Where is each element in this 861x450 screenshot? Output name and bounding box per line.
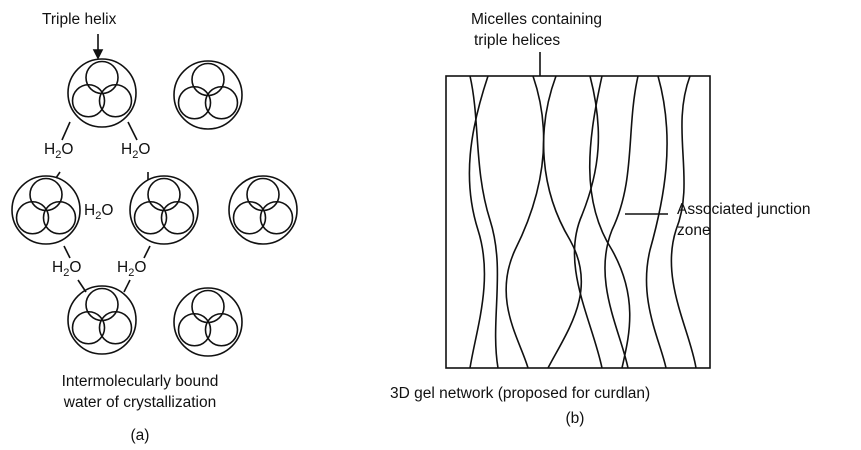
- polymer-chain: [505, 75, 545, 369]
- helix-strand: [85, 287, 119, 322]
- helix-strand: [160, 200, 195, 235]
- micelles-label-line1: Micelles containing: [471, 11, 602, 28]
- junction-zone-label-line2: zone: [677, 222, 711, 239]
- water-bond-line: [63, 245, 71, 259]
- helix-strand: [177, 312, 212, 347]
- water-bond-line: [55, 171, 61, 179]
- water-label: H2O: [121, 141, 151, 161]
- arrowhead: [92, 49, 104, 60]
- helix-strand: [42, 200, 77, 235]
- triple-helix: [173, 287, 243, 357]
- helix-strand: [133, 200, 168, 235]
- polymer-chain: [604, 75, 639, 369]
- water-bond-line: [143, 245, 151, 259]
- panel-a-label: (a): [130, 427, 150, 444]
- gel-network-frame: [445, 75, 711, 369]
- helix-strand: [259, 200, 294, 235]
- water-label: H2O: [84, 202, 114, 222]
- helix-strand: [204, 85, 239, 120]
- polymer-chain: [542, 75, 583, 369]
- triple-helix: [11, 175, 81, 245]
- helix-strand: [204, 312, 239, 347]
- helix-strand: [98, 83, 133, 118]
- helix-strand: [191, 289, 225, 324]
- helix-strand: [232, 200, 267, 235]
- polymer-chain: [468, 75, 489, 369]
- panel-a-caption-line1: Intermolecularly bound: [61, 373, 219, 390]
- triple-helix: [67, 58, 137, 128]
- triple-helix: [129, 175, 199, 245]
- water-label: H2O: [44, 141, 74, 161]
- polymer-chain: [588, 75, 631, 369]
- polymer-chain: [670, 75, 697, 369]
- helix-strand: [177, 85, 212, 120]
- helix-strand: [29, 177, 63, 212]
- polymer-chain: [645, 75, 668, 369]
- triple-helix: [173, 60, 243, 130]
- water-bond-line: [123, 279, 131, 293]
- water-bond-line: [61, 121, 71, 141]
- junction-zone-label-line1: Associated junction: [677, 201, 811, 218]
- panel-a-caption-line2: water of crystallization: [63, 394, 217, 411]
- water-bond-line: [77, 279, 87, 293]
- helix-strand: [71, 83, 106, 118]
- micelles-label-line2: triple helices: [474, 32, 561, 49]
- water-label: H2O: [117, 259, 147, 279]
- helix-strand: [85, 60, 119, 95]
- triple-helix: [67, 285, 137, 355]
- helix-strand: [246, 177, 280, 212]
- polymer-chain: [573, 75, 603, 369]
- helix-strand: [191, 62, 225, 97]
- polymer-chain: [469, 75, 499, 369]
- helix-strand: [15, 200, 50, 235]
- panel-b-label: (b): [565, 410, 585, 427]
- water-label: H2O: [52, 259, 82, 279]
- helix-strand: [147, 177, 181, 212]
- panel-b-caption: 3D gel network (proposed for curdlan): [390, 385, 651, 402]
- triple-helix-label: Triple helix: [42, 11, 117, 28]
- helix-strand: [98, 310, 133, 345]
- helix-strand: [71, 310, 106, 345]
- triple-helix: [228, 175, 298, 245]
- water-bond-line: [127, 121, 138, 141]
